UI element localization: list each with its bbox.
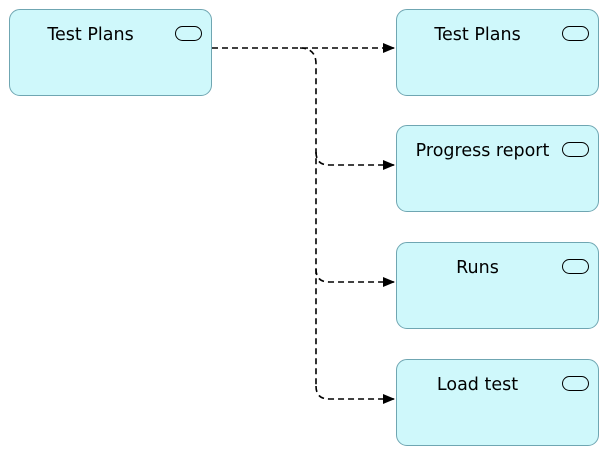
- node-label: Runs: [456, 258, 499, 278]
- connector-progress-report: [315, 151, 395, 170]
- node-load-test[interactable]: Load test: [396, 359, 599, 446]
- node-test-plans-target[interactable]: Test Plans: [396, 9, 599, 96]
- connector-runs: [315, 268, 395, 287]
- rounded-rect-icon: [562, 142, 589, 157]
- rounded-rect-icon: [562, 26, 589, 41]
- node-label: Progress report: [415, 141, 550, 161]
- rounded-rect-icon: [562, 259, 589, 274]
- node-label: Test Plans: [47, 25, 134, 45]
- connector-trunk: [299, 47, 317, 388]
- node-label: Load test: [436, 375, 519, 395]
- rounded-rect-icon: [175, 26, 202, 41]
- node-label: Test Plans: [434, 25, 521, 45]
- connector-load-test: [315, 385, 395, 404]
- node-runs[interactable]: Runs: [396, 242, 599, 329]
- node-test-plans-source[interactable]: Test Plans: [9, 9, 212, 96]
- node-progress-report[interactable]: Progress report: [396, 125, 599, 212]
- rounded-rect-icon: [562, 376, 589, 391]
